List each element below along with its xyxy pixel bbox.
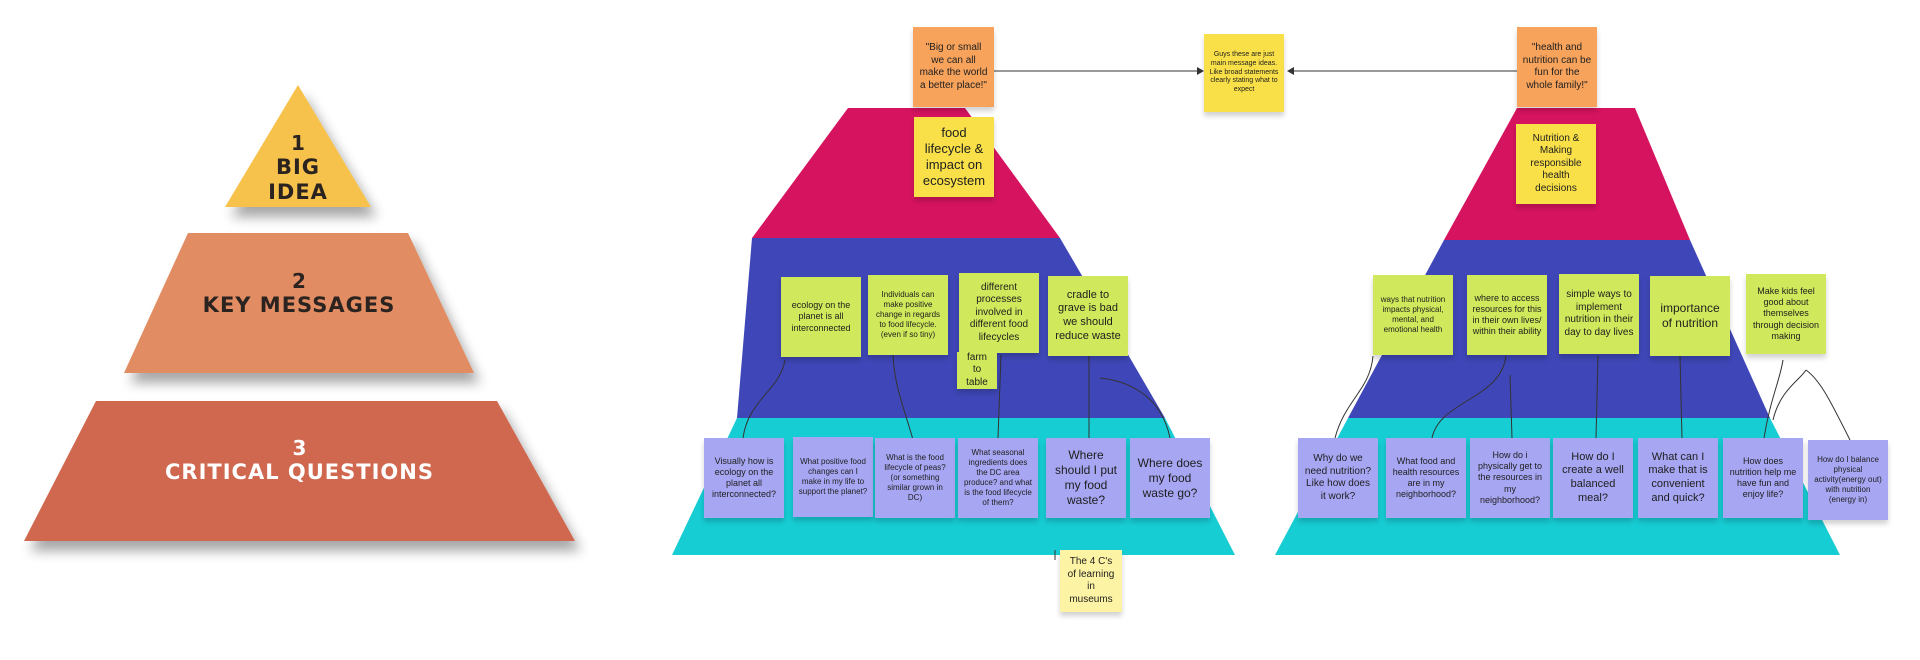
tier-title: CRITICAL QUESTIONS xyxy=(165,460,434,484)
tier-number: 1 xyxy=(291,131,305,155)
legend-tier-critical-questions: 3 CRITICAL QUESTIONS xyxy=(24,436,575,485)
legend-pyramid-shapes xyxy=(24,85,575,541)
legend-tier-key-messages-shape xyxy=(124,233,474,373)
left-key-message-note[interactable]: different processes involved in differen… xyxy=(959,273,1039,353)
right-big-idea-quote-note[interactable]: "health and nutrition can be fun for the… xyxy=(1517,27,1597,107)
right-key-message-note[interactable]: ways that nutrition impacts physical, me… xyxy=(1373,275,1453,355)
center-comment-note[interactable]: Guys these are just main message ideas. … xyxy=(1204,34,1284,112)
right-question-note[interactable]: How do I balance physical activity(energ… xyxy=(1808,440,1888,520)
left-question-note[interactable]: Visually how is ecology on the planet al… xyxy=(704,438,784,518)
right-question-note[interactable]: Why do we need nutrition? Like how does … xyxy=(1298,438,1378,518)
tier-title: KEY MESSAGES xyxy=(202,293,396,317)
tier-number: 3 xyxy=(292,436,307,460)
left-big-idea-note[interactable]: food lifecycle & impact on ecosystem xyxy=(914,117,994,197)
right-question-note[interactable]: What can I make that is convenient and q… xyxy=(1638,438,1718,518)
left-question-note[interactable]: What positive food changes can I make in… xyxy=(793,437,873,517)
left-big-idea-quote-note[interactable]: "Big or small we can all make the world … xyxy=(913,27,994,107)
right-big-idea-note[interactable]: Nutrition & Making responsible health de… xyxy=(1516,124,1596,204)
right-question-note[interactable]: How do i physically get to the resources… xyxy=(1470,438,1550,518)
right-key-message-note[interactable]: simple ways to implement nutrition in th… xyxy=(1559,274,1639,354)
right-question-note[interactable]: How does nutrition help me have fun and … xyxy=(1723,438,1803,518)
right-key-message-note[interactable]: importance of nutrition xyxy=(1650,276,1730,356)
left-question-note[interactable]: Where should I put my food waste? xyxy=(1046,438,1126,518)
left-question-note[interactable]: Where does my food waste go? xyxy=(1130,438,1210,518)
right-key-message-note[interactable]: where to access resources for this in th… xyxy=(1467,275,1547,355)
legend-tier-key-messages: 2 KEY MESSAGES xyxy=(124,269,474,318)
right-question-note[interactable]: What food and health resources are in my… xyxy=(1386,438,1466,518)
left-question-note[interactable]: What is the food lifecycle of peas? (or … xyxy=(875,438,955,518)
left-sub-message-note[interactable]: farm to table xyxy=(957,352,997,389)
footer-note[interactable]: The 4 C's of learning in museums xyxy=(1060,550,1122,612)
legend-tier-big-idea: 1 BIG IDEA xyxy=(248,131,348,205)
right-side-message-note[interactable]: Make kids feel good about themselves thr… xyxy=(1746,274,1826,354)
left-key-message-note[interactable]: cradle to grave is bad we should reduce … xyxy=(1048,276,1128,356)
tier-title: BIG IDEA xyxy=(268,155,328,205)
legend-tier-big-idea-shape xyxy=(225,85,371,207)
left-key-message-note[interactable]: ecology on the planet is all interconnec… xyxy=(781,277,861,357)
left-question-note[interactable]: What seasonal ingredients does the DC ar… xyxy=(958,438,1038,518)
legend-tier-critical-questions-shape xyxy=(24,401,575,541)
left-key-message-note[interactable]: Individuals can make positive change in … xyxy=(868,275,948,355)
tier-number: 2 xyxy=(292,269,306,293)
right-question-note[interactable]: How do I create a well balanced meal? xyxy=(1553,438,1633,518)
